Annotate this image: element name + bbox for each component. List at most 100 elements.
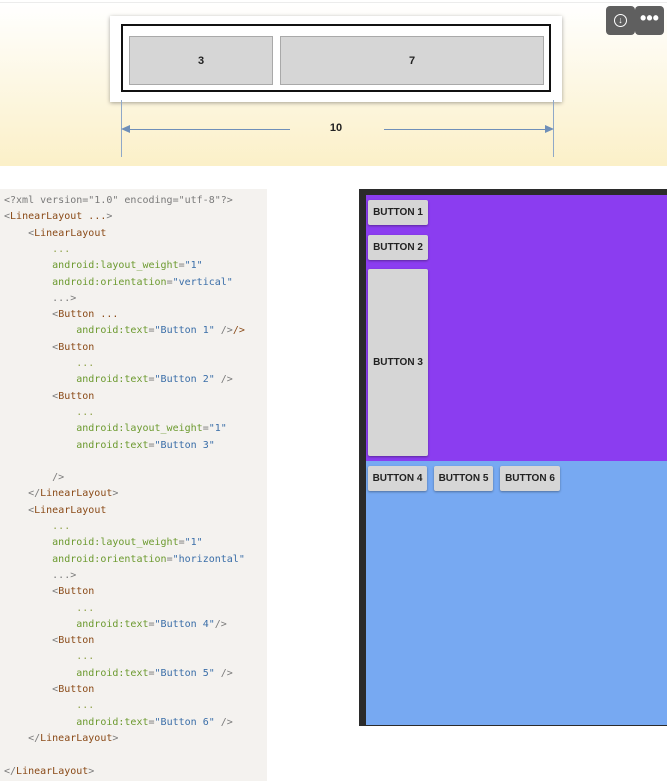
code-token: Button — [58, 684, 95, 695]
code-token: /> — [214, 667, 233, 679]
code-token: "Button 2" — [154, 374, 215, 386]
code-token: > — [106, 211, 113, 223]
code-line: ...> — [4, 291, 76, 307]
arrow-left-icon — [121, 125, 130, 133]
code-line: </LinearLayout> — [4, 764, 94, 780]
code-line: <LinearLayout — [4, 503, 106, 519]
code-line: <LinearLayout — [4, 226, 106, 242]
code-token: Button — [58, 635, 95, 647]
code-token: LinearLayout — [34, 227, 107, 239]
code-line: android:text="Button 1" />/> — [4, 323, 245, 339]
code-token: android:text — [4, 667, 149, 679]
code-line: android:text="Button 4"/> — [4, 617, 227, 633]
code-line: </LinearLayout> — [4, 731, 118, 747]
code-token: /> — [214, 618, 227, 630]
code-token: android:layout_weight — [4, 423, 203, 435]
code-line: <?xml version="1.0" encoding="utf-8"?> — [4, 193, 233, 209]
code-token: Button — [58, 390, 95, 402]
code-token: <?xml version="1.0" encoding="utf-8"?> — [4, 195, 233, 206]
code-token: "Button 5" — [154, 667, 215, 679]
code-token: > — [88, 765, 95, 777]
code-token: android:orientation — [4, 553, 167, 565]
more-icon: ••• — [640, 7, 659, 28]
arrow-right-icon — [545, 125, 554, 133]
code-token: > — [112, 732, 119, 744]
code-line: android:orientation="horizontal" — [4, 552, 245, 568]
code-token: Button — [58, 341, 95, 353]
code-token: LinearLayout — [40, 488, 113, 500]
code-token: /> — [214, 374, 233, 386]
code-token: < — [4, 211, 11, 223]
button-2[interactable]: BUTTON 2 — [368, 235, 428, 260]
code-line: ... — [4, 601, 94, 617]
button-1[interactable]: BUTTON 1 — [368, 200, 428, 225]
dimension-line-left — [125, 129, 290, 130]
code-token: < — [4, 309, 59, 321]
code-token: = — [148, 374, 155, 386]
code-line: ... — [4, 519, 70, 535]
total-weight-label: 10 — [329, 122, 343, 134]
code-line: <Button — [4, 584, 94, 600]
code-token: = — [148, 618, 155, 630]
code-token: "vertical" — [172, 276, 233, 288]
code-token: = — [166, 276, 173, 288]
code-token: "Button 1" — [154, 325, 215, 337]
code-token: "1" — [184, 260, 203, 272]
code-line: android:layout_weight="1" — [4, 258, 203, 274]
code-token: /> — [4, 472, 65, 484]
button-5[interactable]: BUTTON 5 — [434, 466, 493, 491]
code-token: < — [4, 341, 59, 353]
code-line: android:orientation="vertical" — [4, 275, 233, 291]
dimension-line-right — [384, 129, 549, 130]
code-token: ... — [4, 243, 71, 255]
code-token: Button ... — [58, 309, 119, 321]
weight-box-3: 3 — [129, 36, 273, 85]
code-token: ...> — [4, 292, 77, 304]
download-button[interactable]: ↓ — [606, 6, 635, 35]
code-token: = — [148, 716, 155, 728]
code-token: ... — [4, 651, 95, 663]
button-6[interactable]: BUTTON 6 — [500, 466, 560, 491]
code-token: < — [4, 504, 35, 516]
button-3[interactable]: BUTTON 3 — [368, 269, 428, 456]
code-token: /> — [214, 716, 233, 728]
code-line: <Button — [4, 633, 94, 649]
code-token: android:orientation — [4, 276, 167, 288]
code-token: /> — [214, 325, 233, 337]
code-line: ...> — [4, 568, 76, 584]
code-token: = — [148, 667, 155, 679]
code-token: LinearLayout — [40, 732, 113, 744]
horizontal-layout-region — [366, 461, 667, 725]
code-token: = — [178, 537, 185, 549]
code-line: </LinearLayout> — [4, 486, 118, 502]
code-token: </ — [4, 732, 41, 744]
code-token: android:layout_weight — [4, 537, 179, 549]
code-token: = — [148, 439, 155, 451]
code-line: <Button — [4, 389, 94, 405]
code-token: android:text — [4, 325, 149, 337]
code-token: "1" — [208, 423, 227, 435]
code-token: LinearLayout — [34, 504, 107, 516]
code-line: ... — [4, 242, 70, 258]
code-token: ... — [4, 406, 95, 418]
code-token: android:text — [4, 618, 149, 630]
code-line: <Button — [4, 682, 94, 698]
code-line: /> — [4, 470, 64, 486]
button-4[interactable]: BUTTON 4 — [368, 466, 427, 491]
code-line: ... — [4, 405, 94, 421]
code-token: android:layout_weight — [4, 260, 179, 272]
code-token: "1" — [184, 537, 203, 549]
code-token: </ — [4, 488, 41, 500]
code-token: < — [4, 684, 59, 695]
code-line: <Button ... — [4, 307, 118, 323]
code-line: android:text="Button 2" /> — [4, 372, 233, 388]
more-options-button[interactable]: ••• — [635, 6, 664, 35]
code-token: "horizontal" — [172, 553, 245, 565]
code-token: android:text — [4, 374, 149, 386]
code-line: ... — [4, 356, 94, 372]
download-icon: ↓ — [614, 14, 627, 27]
code-token: "Button 4" — [154, 618, 215, 630]
code-line: <LinearLayout ...> — [4, 209, 112, 225]
code-token: < — [4, 390, 59, 402]
weight-box-7: 7 — [280, 36, 544, 85]
